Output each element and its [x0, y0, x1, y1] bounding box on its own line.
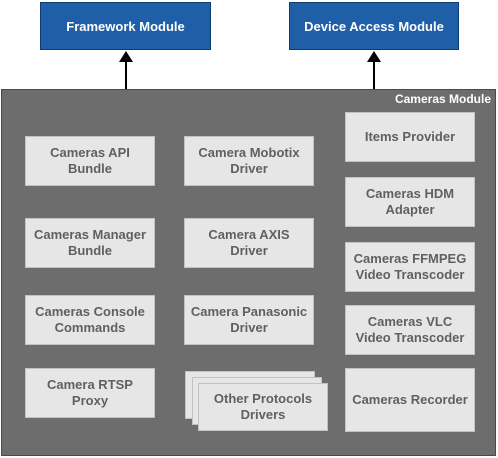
framework-module-box: Framework Module	[40, 2, 211, 50]
camera-panasonic-driver: Camera Panasonic Driver	[184, 295, 314, 345]
component-label: Other Protocols Drivers	[213, 391, 313, 422]
cameras-module-title: Cameras Module	[394, 92, 491, 106]
component-label: Camera RTSP Proxy	[47, 377, 133, 408]
cameras-ffmpeg-video-transcoder: Cameras FFMPEG Video Transcoder	[345, 242, 475, 292]
other-protocols-drivers: Other Protocols Drivers	[198, 383, 328, 431]
arrow-to-device-access	[366, 51, 382, 91]
framework-module-label: Framework Module	[66, 18, 185, 34]
component-label: Cameras Manager Bundle	[34, 227, 146, 258]
component-label: Cameras Recorder	[352, 392, 468, 407]
items-provider: Items Provider	[345, 112, 475, 162]
cameras-vlc-video-transcoder: Cameras VLC Video Transcoder	[345, 305, 475, 355]
component-label: Camera Panasonic Driver	[190, 304, 308, 335]
cameras-console-commands: Cameras Console Commands	[25, 295, 155, 345]
cameras-manager-bundle: Cameras Manager Bundle	[25, 218, 155, 268]
component-label: Camera Mobotix Driver	[198, 145, 300, 176]
device-access-module-label: Device Access Module	[304, 18, 444, 34]
arrow-to-framework	[118, 51, 134, 91]
component-label: Cameras HDM Adapter	[365, 186, 455, 217]
camera-mobotix-driver: Camera Mobotix Driver	[184, 136, 314, 186]
cameras-recorder: Cameras Recorder	[345, 368, 475, 432]
component-label: Items Provider	[364, 129, 456, 144]
camera-rtsp-proxy: Camera RTSP Proxy	[25, 368, 155, 418]
device-access-module-box: Device Access Module	[289, 2, 459, 50]
component-label: Camera AXIS Driver	[208, 227, 290, 258]
component-label: Cameras FFMPEG Video Transcoder	[353, 251, 467, 282]
component-label: Cameras VLC Video Transcoder	[355, 314, 465, 345]
camera-axis-driver: Camera AXIS Driver	[184, 218, 314, 268]
cameras-hdm-adapter: Cameras HDM Adapter	[345, 177, 475, 227]
component-label: Cameras Console Commands	[35, 304, 145, 335]
component-label: Cameras API Bundle	[50, 145, 130, 176]
cameras-api-bundle: Cameras API Bundle	[25, 136, 155, 186]
cameras-module-container: Cameras Module Cameras API Bundle Camera…	[1, 89, 496, 456]
